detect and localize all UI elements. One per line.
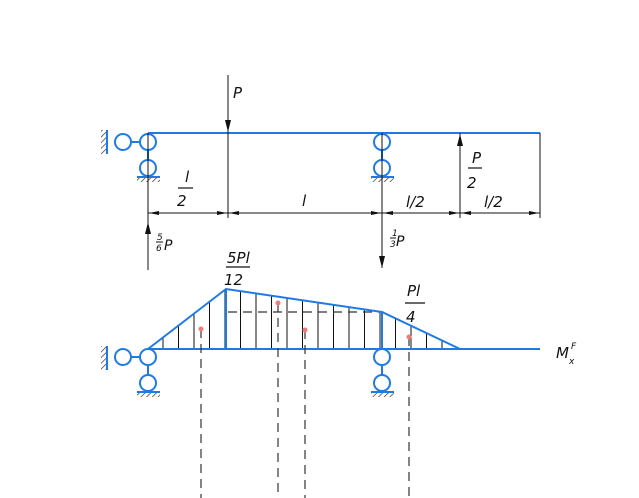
reaction-mid-arrowhead [379, 256, 385, 268]
left-link-hinge [114, 133, 132, 151]
reaction-mid-sym: P [396, 234, 405, 250]
force-half-p-arrowhead [457, 134, 463, 146]
reaction-left-arrowhead [145, 222, 151, 234]
moment-label-sub: x [568, 357, 575, 367]
moment-outline [147, 287, 461, 350]
centroid-point [198, 326, 204, 332]
reaction-left-den: 6 [156, 244, 162, 254]
reaction-left-sym: P [164, 238, 173, 254]
centroid-point [406, 334, 412, 340]
centroid-point [275, 300, 281, 306]
moment-hatching [162, 289, 458, 349]
force-half-p-num: P [472, 149, 482, 167]
dim-seg1-den: 2 [177, 192, 187, 210]
reaction-mid-den: 3 [390, 240, 396, 250]
moment-support-num: Pl [407, 282, 421, 300]
moment-peak-num: 5Pl [227, 249, 251, 267]
wall-hatch [101, 130, 107, 154]
centroid-point [302, 327, 308, 333]
moment-diagram: 5Pl 12 Pl 4 M x F [101, 249, 577, 498]
force-half-p-den: 2 [467, 174, 477, 192]
left-support-hinge [139, 348, 157, 366]
moment-label: M [556, 344, 569, 362]
reaction-left-num: 5 [157, 233, 163, 243]
force-p-arrowhead [225, 120, 231, 132]
mid-support-roller [373, 374, 391, 392]
left-link-hinge [114, 348, 132, 366]
left-support-roller [139, 374, 157, 392]
mid-support-hinge [373, 348, 391, 366]
moment-support-den: 4 [406, 308, 416, 326]
dim-seg1-num: l [185, 168, 190, 186]
moment-peak-den: 12 [224, 271, 243, 289]
beam-scheme: P P 2 l 2 l l/2 l/2 5 [101, 75, 541, 270]
dim-seg3: l/2 [406, 193, 425, 211]
reaction-mid-num: 1 [392, 229, 398, 239]
dim-seg4: l/2 [484, 193, 503, 211]
dim-seg2: l [302, 192, 307, 210]
force-p-label: P [233, 84, 243, 102]
moment-label-sup: F [571, 342, 577, 352]
dimension-ticks [149, 211, 539, 215]
